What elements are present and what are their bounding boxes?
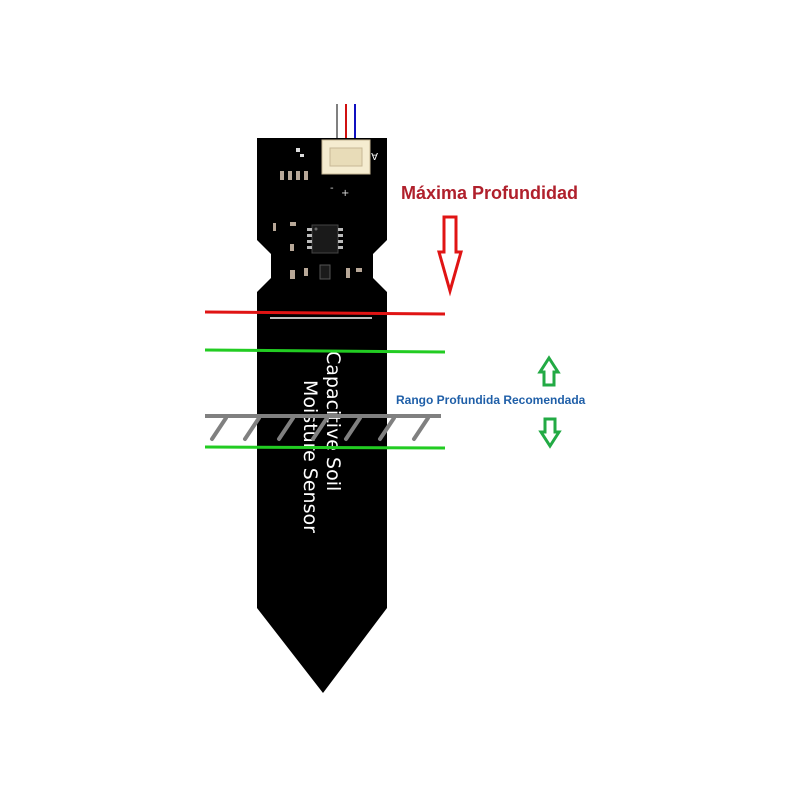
transistor	[319, 264, 331, 280]
sensor-wires	[336, 104, 356, 142]
range-bottom-line	[204, 445, 446, 450]
ground-hatch	[210, 416, 430, 441]
max-depth-arrow-icon	[437, 215, 463, 297]
max-depth-label: Máxima Profundidad	[401, 183, 578, 203]
sensor-text-line2: Moisture Sensor	[299, 380, 321, 533]
connector-notch	[329, 147, 363, 167]
ground-surface	[205, 414, 441, 441]
recommended-range-label: Rango Profundida Recomendada	[396, 393, 586, 407]
sensor-text-line1: Capacitive Soil	[322, 351, 344, 491]
range-top-line	[204, 348, 446, 354]
pin-mark-minus: -	[330, 183, 334, 194]
smd-components	[273, 148, 362, 279]
range-down-arrow-icon	[538, 417, 562, 449]
range-up-arrow-icon	[537, 355, 561, 387]
max-depth-line	[204, 310, 446, 316]
ic-chip	[307, 224, 343, 254]
pin-mark-plus: +	[341, 188, 349, 199]
connector-mark: A	[371, 150, 378, 161]
